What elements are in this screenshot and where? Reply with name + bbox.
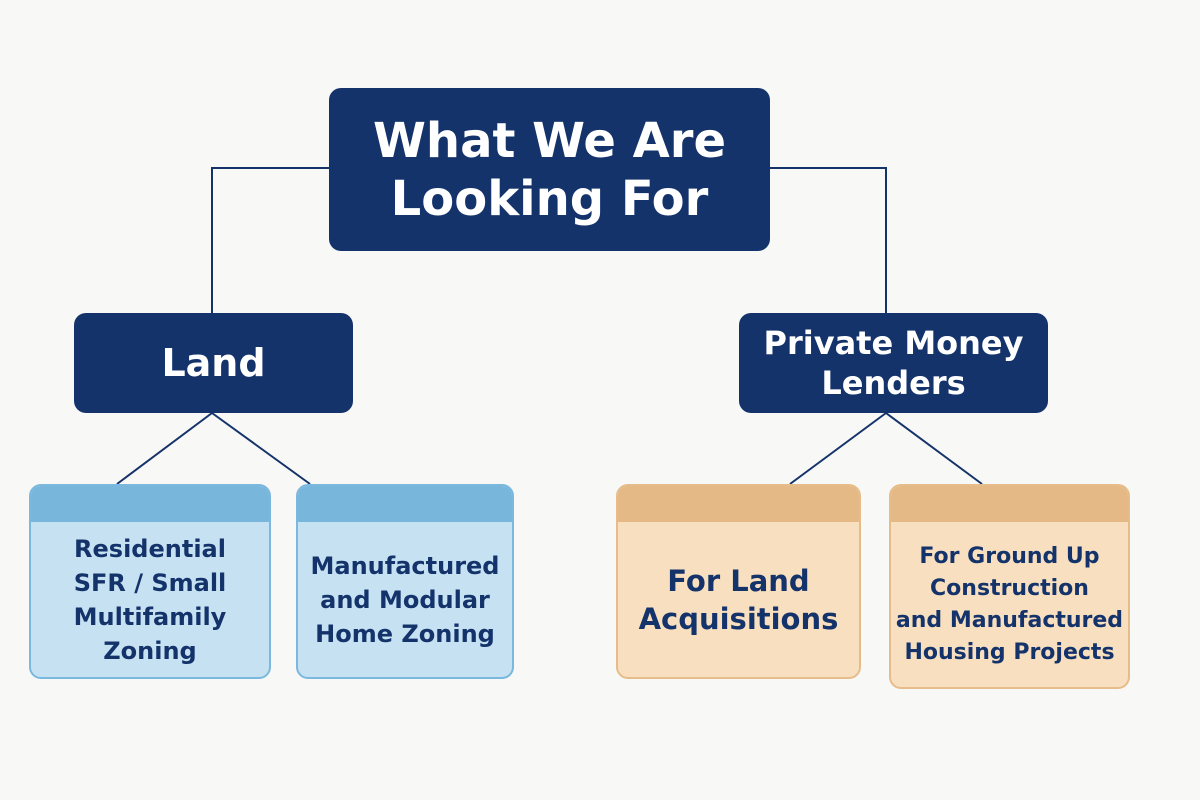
- branch-node-private-money-lenders: Private Money Lenders: [739, 313, 1048, 413]
- card-header-band: [298, 486, 512, 522]
- connector-lenders-to-construction: [885, 412, 983, 485]
- leaf-card-ground-up-construction: For Ground Up Construction and Manufactu…: [889, 484, 1130, 689]
- connector-root-to-lenders: [770, 167, 887, 313]
- card-header-band: [31, 486, 269, 522]
- connector-lenders-to-land-acquisitions: [789, 412, 887, 485]
- connector-root-to-land: [211, 167, 329, 313]
- leaf-card-land-acquisitions: For Land Acquisitions: [616, 484, 861, 679]
- leaf-card-manufactured-zoning: Manufactured and Modular Home Zoning: [296, 484, 514, 679]
- card-text: For Land Acquisitions: [638, 563, 839, 636]
- leaf-card-residential-zoning: Residential SFR / Small Multifamily Zoni…: [29, 484, 271, 679]
- card-text: Residential SFR / Small Multifamily Zoni…: [73, 534, 227, 665]
- card-text: For Ground Up Construction and Manufactu…: [895, 543, 1124, 665]
- root-node-title: What We Are Looking For: [329, 88, 770, 251]
- connector-land-to-manufactured: [211, 412, 311, 485]
- branch-node-land: Land: [74, 313, 353, 413]
- card-header-band: [891, 486, 1128, 522]
- card-header-band: [618, 486, 859, 522]
- card-text: Manufactured and Modular Home Zoning: [310, 551, 500, 648]
- connector-land-to-residential: [116, 412, 213, 485]
